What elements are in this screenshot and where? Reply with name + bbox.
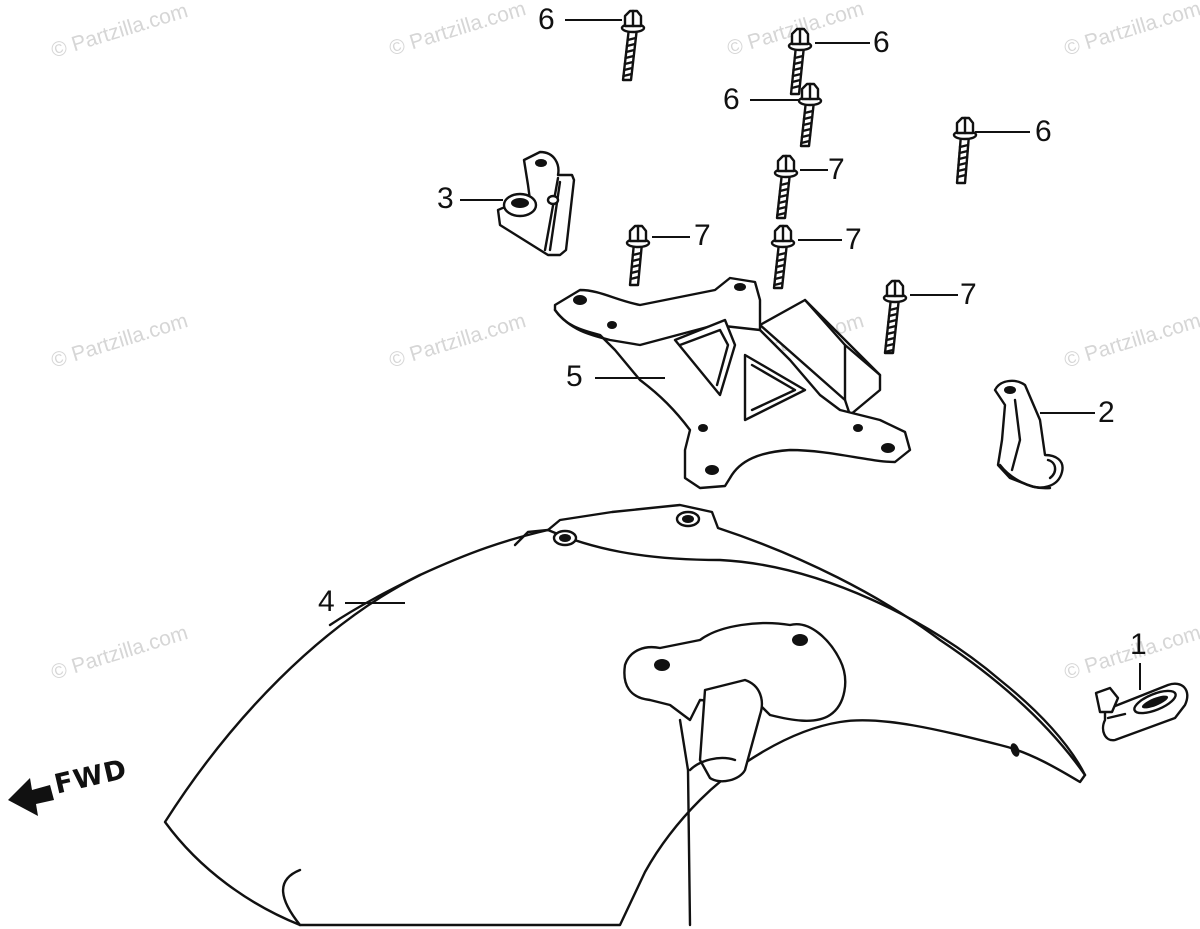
flange-bolt-6[interactable] [620, 9, 646, 82]
callout-6: 6 [1035, 115, 1052, 148]
callout-4: 4 [318, 585, 335, 618]
flange-bolt-6[interactable] [952, 116, 978, 185]
callout-6: 6 [873, 26, 890, 59]
callout-6: 6 [538, 3, 555, 36]
front-fender[interactable] [163, 503, 1087, 927]
hose-clamp-bracket-right[interactable] [993, 379, 1064, 490]
hex-bolt-7[interactable] [770, 224, 796, 290]
callout-7: 7 [828, 153, 845, 186]
arrow-left-icon [8, 778, 54, 816]
callout-6: 6 [723, 83, 740, 116]
hex-bolt-7[interactable] [773, 154, 799, 220]
callout-7: 7 [960, 278, 977, 311]
callout-2: 2 [1098, 396, 1115, 429]
callout-7: 7 [845, 223, 862, 256]
hose-clamp-bracket-left[interactable] [496, 150, 576, 257]
fender-brace[interactable] [553, 276, 912, 490]
callout-1: 1 [1130, 628, 1147, 661]
callout-5: 5 [566, 360, 583, 393]
hex-bolt-7[interactable] [882, 279, 908, 355]
flange-bolt-6[interactable] [797, 82, 823, 148]
grommet[interactable] [1094, 682, 1189, 742]
flange-bolt-6[interactable] [787, 27, 813, 96]
hex-bolt-7[interactable] [625, 224, 651, 287]
callout-7: 7 [694, 219, 711, 252]
callout-3: 3 [437, 182, 454, 215]
